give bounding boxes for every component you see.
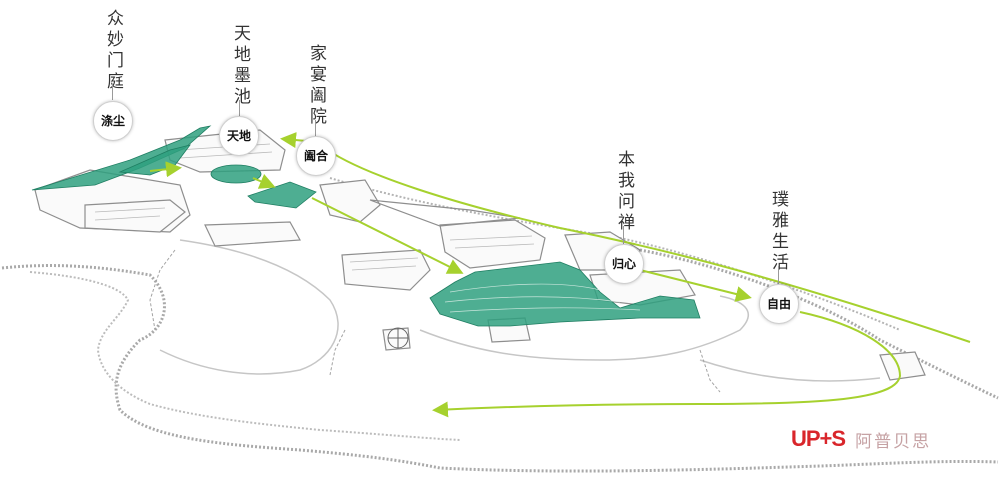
site-boundary-inner	[29, 271, 461, 441]
zone-meditation-terrace	[429, 261, 701, 327]
leader-line	[112, 84, 113, 100]
brand-logo: UP+S 阿普贝思	[791, 426, 931, 452]
tour-route	[149, 132, 971, 418]
route-arrow	[639, 269, 752, 302]
badge-spot-2: 天地	[219, 116, 259, 156]
pavilion	[387, 327, 409, 349]
badge-spot-3: 阖合	[296, 136, 336, 176]
route-line	[321, 145, 971, 343]
badge-spot-5: 自由	[759, 284, 799, 324]
route-arrow	[252, 173, 276, 189]
logo-name: 阿普贝思	[855, 431, 932, 452]
leader-line	[315, 120, 316, 136]
label-spot-4: 本我问禅	[614, 150, 634, 234]
terrain-curve	[419, 295, 749, 361]
route-arrow	[432, 311, 902, 418]
terrain-curve	[159, 239, 339, 375]
zone-courtyard	[247, 181, 317, 209]
badge-spot-4: 归心	[604, 244, 644, 284]
label-spot-2: 天地墨池	[230, 24, 250, 108]
route-arrow	[149, 161, 182, 178]
label-spot-5: 璞雅生活	[768, 190, 788, 274]
terrace-lines	[444, 283, 641, 313]
east-boundary	[639, 248, 999, 400]
label-spot-3: 家宴阖院	[306, 44, 326, 128]
zone-entrance-roof-2	[118, 144, 191, 176]
highlight-zones	[31, 125, 701, 327]
zone-ink-pond	[210, 164, 262, 184]
route-arrow	[311, 197, 464, 274]
badge-spot-1: 涤尘	[93, 101, 133, 141]
logo-mark: UP+S	[791, 426, 846, 451]
site-boundary	[1, 264, 999, 473]
label-spot-1: 众妙门庭	[103, 9, 123, 93]
stair-paths	[149, 249, 721, 393]
leader-line	[623, 226, 624, 244]
leader-line	[239, 100, 240, 116]
terrain-curve	[699, 359, 881, 382]
leader-line	[778, 266, 779, 284]
zone-entrance-roof	[31, 125, 212, 191]
